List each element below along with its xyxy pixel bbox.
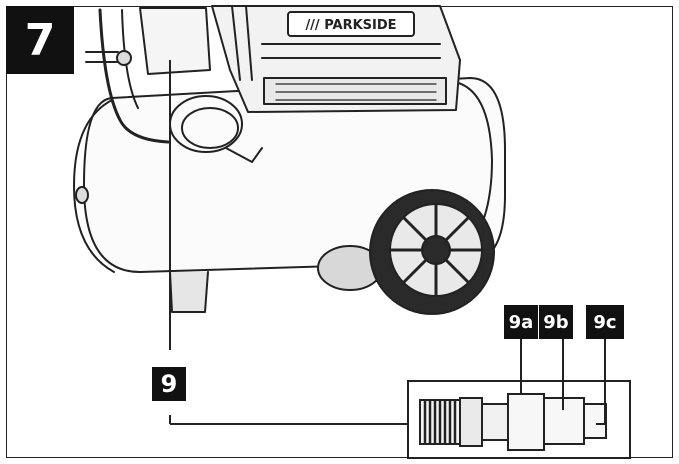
regulator-block [139, 7, 211, 75]
tank-end-cap [73, 99, 115, 273]
handle-frame [98, 8, 170, 144]
brand-plate [287, 11, 415, 37]
brand-label: /// PARKSIDE [305, 18, 396, 33]
figure-number-badge: 7 [6, 6, 74, 74]
callout-part-9: 9 [152, 367, 186, 401]
callout-part-9a: 9a [504, 305, 538, 339]
coupling-detail [407, 339, 631, 459]
tank-foot [169, 271, 209, 313]
callout-part-9b: 9b [539, 305, 573, 339]
tank-drain [75, 186, 89, 204]
callout-part-9c: 9c [586, 305, 624, 339]
